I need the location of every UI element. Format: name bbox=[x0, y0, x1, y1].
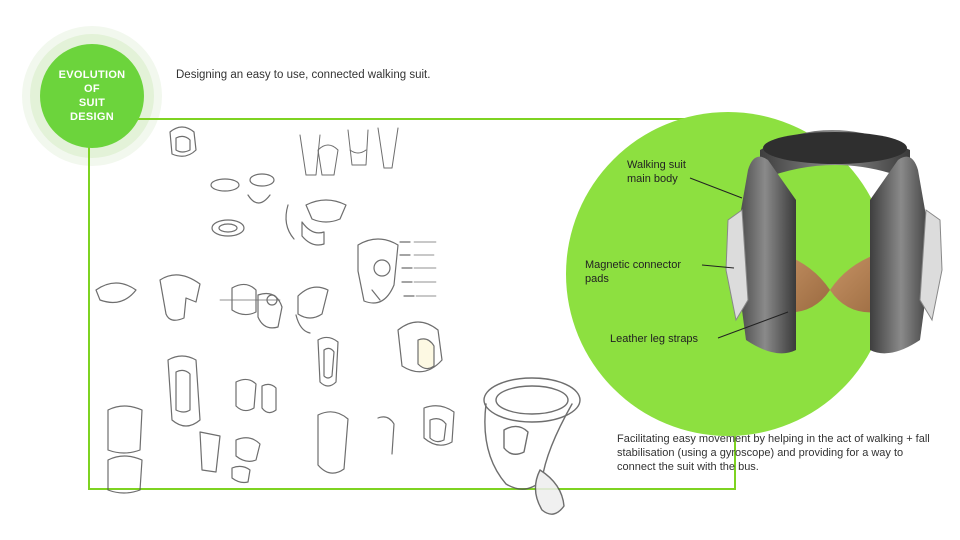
page-subtitle: Designing an easy to use, connected walk… bbox=[176, 69, 431, 81]
magnetic-pad-left bbox=[725, 209, 749, 322]
sketch-figures bbox=[299, 127, 399, 176]
sketch-large-suit bbox=[483, 377, 581, 515]
sketch-belts bbox=[210, 173, 275, 237]
suit-right-leg bbox=[870, 156, 932, 354]
sketch-leg-part bbox=[357, 238, 437, 304]
section-badge: EVOLUTION OF SUIT DESIGN bbox=[40, 44, 144, 148]
description-text: Facilitating easy movement by helping in… bbox=[617, 433, 930, 473]
callout-main-body: Walking suit main body bbox=[627, 159, 686, 185]
callout-line-straps bbox=[717, 311, 789, 339]
callout-leather-straps: Leather leg straps bbox=[610, 333, 699, 345]
callout-magnetic-pads: Magnetic connector pads bbox=[585, 259, 681, 285]
badge-title: EVOLUTION OF SUIT DESIGN bbox=[58, 69, 126, 123]
sketch-device-1 bbox=[169, 126, 197, 157]
sketch-strap-device bbox=[285, 199, 347, 246]
suit-left-leg bbox=[734, 156, 796, 354]
callout-line-connector bbox=[701, 264, 735, 269]
sketch-row-lower bbox=[107, 321, 455, 494]
sketch-row-middle bbox=[95, 274, 329, 334]
magnetic-pad-right bbox=[919, 209, 943, 322]
callout-line-main-body bbox=[689, 177, 743, 199]
